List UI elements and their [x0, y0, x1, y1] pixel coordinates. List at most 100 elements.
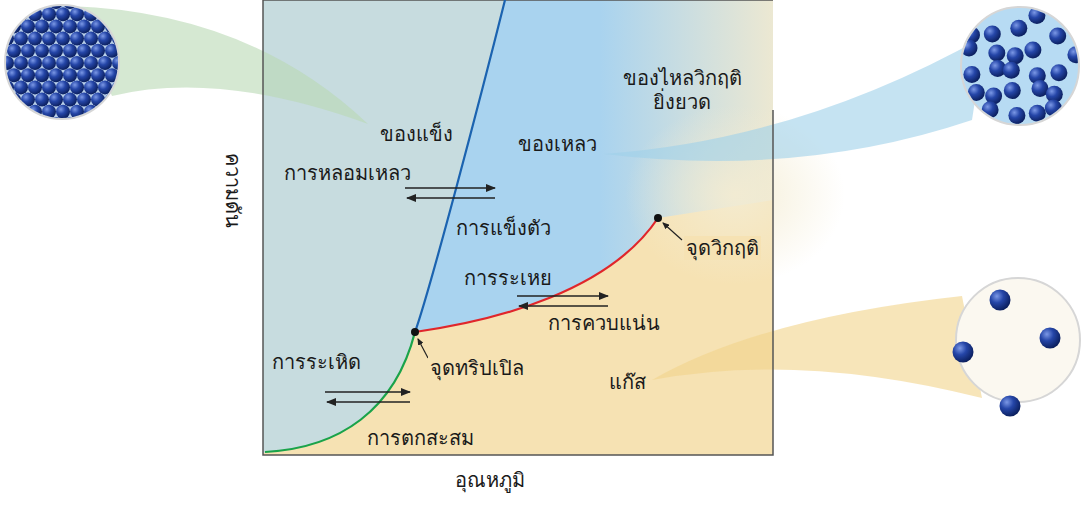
particle — [0, 32, 14, 46]
particle — [0, 80, 14, 94]
triple-point-dot — [411, 328, 419, 336]
particle — [42, 105, 56, 119]
particle — [49, 19, 63, 33]
particle — [98, 32, 112, 46]
gas-particles — [953, 290, 1061, 417]
particle — [1004, 82, 1021, 99]
critical-point-dot — [654, 214, 662, 222]
particle — [1028, 7, 1045, 24]
particle — [49, 68, 63, 82]
particle — [1007, 47, 1024, 64]
particle — [98, 56, 112, 70]
particle — [28, 32, 42, 46]
solid-callout — [70, 6, 368, 124]
leader-arrow — [418, 339, 428, 358]
particle — [963, 66, 980, 83]
particle — [14, 32, 28, 46]
particle — [112, 80, 126, 94]
solid-particles — [0, 0, 126, 131]
phase-label: ของไหลวิกฤติ ยิ่งยวด — [620, 66, 744, 114]
particle — [70, 56, 84, 70]
particle — [1050, 64, 1067, 81]
particle — [112, 32, 126, 46]
point-label: จุดวิกฤติ — [684, 236, 761, 260]
solid-particles-circle — [5, 5, 119, 119]
particle — [77, 0, 91, 9]
particle — [1045, 100, 1062, 117]
particle — [35, 68, 49, 82]
transition-label: การระเหย — [462, 266, 554, 290]
particle — [28, 7, 42, 21]
particle — [1024, 42, 1041, 59]
particle — [84, 32, 98, 46]
axis-label: ความดัน — [221, 151, 245, 230]
particle — [35, 0, 49, 9]
particle — [21, 44, 35, 58]
particle — [91, 68, 105, 82]
particle — [49, 93, 63, 107]
particle — [56, 32, 70, 46]
particle — [49, 117, 63, 131]
particle — [28, 80, 42, 94]
particle — [91, 44, 105, 58]
particle — [63, 44, 77, 58]
particle — [84, 56, 98, 70]
particle — [84, 105, 98, 119]
particle — [91, 19, 105, 33]
particle — [112, 56, 126, 70]
particle — [56, 56, 70, 70]
particle — [988, 44, 1005, 61]
leader-arrow — [663, 223, 682, 240]
transition-label: การตกสะสม — [365, 426, 476, 450]
particle — [982, 101, 999, 118]
particle — [42, 7, 56, 21]
particle — [84, 7, 98, 21]
particle — [28, 56, 42, 70]
particle — [56, 105, 70, 119]
gas-callout — [652, 296, 982, 398]
particle — [105, 19, 119, 33]
axis-label: อุณหภูมิ — [453, 468, 527, 492]
particle — [0, 56, 14, 70]
particle — [63, 117, 77, 131]
particle — [990, 290, 1011, 311]
phase-label: แก๊ส — [607, 370, 648, 394]
particle — [63, 93, 77, 107]
particle — [91, 93, 105, 107]
liquid-particles-circle — [961, 7, 1079, 125]
phase-label: ของเหลว — [516, 132, 599, 156]
particle — [21, 68, 35, 82]
phase-regions — [263, 0, 845, 455]
particle — [984, 26, 1001, 43]
particle — [961, 40, 978, 57]
particle — [953, 342, 974, 363]
particle — [28, 105, 42, 119]
particle — [1000, 396, 1021, 417]
particle — [35, 19, 49, 33]
particle — [42, 56, 56, 70]
particle — [70, 105, 84, 119]
particle — [56, 7, 70, 21]
particle — [77, 44, 91, 58]
particle — [21, 19, 35, 33]
particle — [70, 32, 84, 46]
particle — [35, 44, 49, 58]
transition-label: การควบแน่น — [546, 311, 662, 335]
particle — [77, 68, 91, 82]
particle — [1010, 20, 1027, 37]
particle — [7, 93, 21, 107]
point-label: จุดทริปเปิล — [428, 356, 526, 380]
particle — [63, 19, 77, 33]
liquid-callout — [604, 36, 985, 161]
particle — [1067, 46, 1084, 63]
phase-label: ของแข็ง — [378, 122, 455, 146]
particle — [7, 68, 21, 82]
particle — [63, 68, 77, 82]
plot-frame — [263, 0, 773, 455]
particle — [42, 32, 56, 46]
particle — [1008, 107, 1025, 124]
particle — [35, 93, 49, 107]
particle — [105, 44, 119, 58]
